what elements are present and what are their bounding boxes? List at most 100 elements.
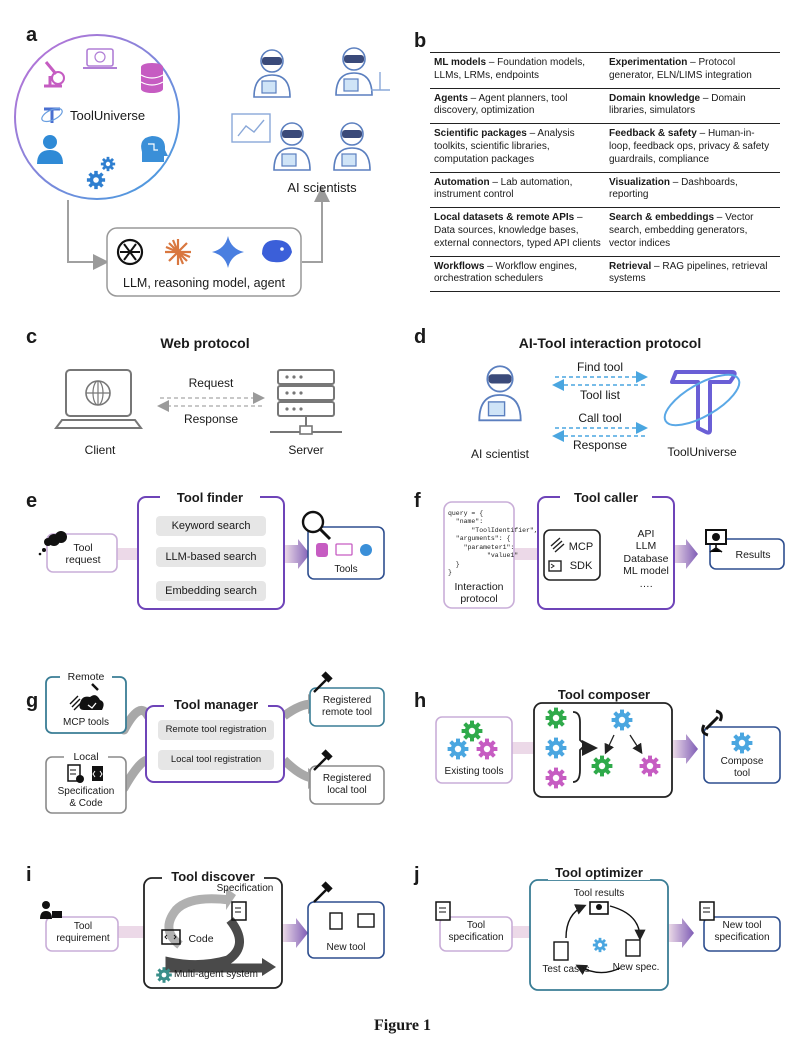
remote-label: Remote [60, 671, 112, 684]
query-code: query = { "name": "ToolIdentifier", "arg… [448, 510, 538, 577]
local-registration-pill: Local tool registration [158, 750, 274, 770]
search-method-pill: LLM-based search [156, 547, 266, 567]
new-spec-label: New spec. [612, 962, 660, 973]
category-head: Feedback & safety [609, 128, 697, 140]
panel-label-f: f [414, 490, 421, 512]
caller-target: ML model [623, 565, 669, 578]
deepseek-logo-icon [262, 240, 292, 263]
tool-optimizer-title: Tool optimizer [548, 865, 650, 880]
category-desc: – Analysis toolkits, scientific librarie… [434, 128, 575, 165]
interaction-protocol-box [443, 501, 515, 609]
local-label: Local [64, 751, 108, 764]
category-desc: – Dashboards, reporting [609, 176, 738, 201]
mcp-sdk-box [543, 529, 601, 581]
table-cell: Workflows – Workflow engines, orchestrat… [430, 255, 605, 293]
tool-requirement-box [45, 916, 119, 952]
panel-label-b: b [414, 30, 427, 52]
tools-mini-icons [316, 543, 372, 557]
client-label: Client [84, 443, 116, 457]
existing-tools-label: Existing tools [444, 766, 504, 777]
new-tool-box [307, 901, 385, 959]
gears-icon [86, 156, 116, 190]
tools-box [307, 526, 385, 580]
server-icon [270, 369, 342, 435]
panel-label-g: g [26, 690, 39, 712]
spec-code-label: Specification & Code [57, 786, 115, 809]
interaction-protocol-label: Interaction protocol [454, 581, 504, 606]
spec-code-icons [67, 764, 103, 783]
specification-label: Specification [216, 883, 274, 894]
person-laptop-icon [40, 901, 62, 919]
presentation-chart-icon [705, 529, 727, 553]
compose-gear-icon [731, 732, 753, 754]
category-head: Search & embeddings [609, 212, 715, 224]
request-label: Request [188, 376, 234, 390]
category-head: ML models [434, 57, 487, 68]
ai-scientists-icon [231, 47, 390, 171]
magnifier-icon [301, 510, 332, 541]
category-desc: – Agent planners, tool discovery, optimi… [434, 92, 568, 117]
tool-optimizer-box [529, 879, 669, 991]
table-row: Workflows – Workflow engines, orchestrat… [430, 255, 780, 293]
thought-cloud-icon [38, 531, 67, 556]
gemini-logo-icon [212, 236, 244, 268]
existing-tools-box [435, 716, 513, 784]
tool-manager-box [145, 705, 285, 783]
hammer-icon-remote [91, 683, 99, 691]
hammer-icon-registered-local [313, 749, 333, 771]
category-desc: – RAG pipelines, retrieval systems [609, 260, 768, 285]
server-label: Server [288, 443, 324, 457]
caller-target: API [637, 528, 655, 540]
tooluniverse-ring [14, 34, 180, 200]
database-icon [140, 63, 164, 93]
llm-box [106, 227, 302, 297]
category-desc: – Vector search, embedding generators, v… [609, 212, 754, 249]
terminal-icon [548, 560, 562, 572]
tooluniverse-label: ToolUniverse [70, 108, 146, 123]
openai-logo-icon [116, 238, 144, 266]
panel-label-h: h [414, 690, 427, 712]
compose-tool-label: Compose tool [720, 756, 764, 779]
table-row: Scientific packages – Analysis toolkits,… [430, 123, 780, 173]
category-desc: – Foundation models, LLMs, LRMs, endpoin… [434, 57, 585, 81]
panel-label-e: e [26, 490, 38, 512]
registered-local-label: Registered local tool [322, 773, 372, 796]
find-tool-label: Find tool [576, 360, 624, 374]
table-cell: Experimentation – Protocol generator, EL… [605, 52, 780, 89]
category-desc: – Data sources, knowledge bases, externa… [434, 212, 601, 249]
multi-agent-gear-icon [156, 967, 172, 983]
link-icon [701, 709, 723, 737]
new-tool-icons [313, 881, 375, 930]
microscope-icon [44, 61, 65, 88]
tool-request-box [46, 533, 118, 573]
new-tool-spec-label: New tool specification [714, 920, 770, 943]
registered-local-box [309, 765, 385, 805]
tooluniverse-logo-icon [41, 107, 63, 123]
mcp-logo-icon [550, 537, 565, 553]
panel-label-i: i [26, 864, 32, 886]
tool-request-label: Tool request [65, 542, 101, 567]
optimizer-cycle-icon [553, 901, 646, 975]
category-head: Visualization [609, 176, 670, 188]
tool-results-label: Tool results [573, 888, 625, 899]
search-method-pill: Embedding search [156, 581, 266, 601]
ai-scientist-label: AI scientist [470, 447, 530, 461]
tool-caller-title: Tool caller [560, 490, 652, 505]
llm-caption: LLM, reasoning model, agent [123, 276, 285, 290]
search-method-pill: Keyword search [156, 516, 266, 536]
figure-caption: Figure 1 [373, 1017, 432, 1034]
ai-scientist-icon [478, 365, 522, 422]
category-desc: – Human-in-loop, feedback ops, privacy &… [609, 128, 770, 165]
category-desc: – Domain libraries, simulators [609, 92, 746, 117]
table-row: Local datasets & remote APIs – Data sour… [430, 207, 780, 257]
tool-requirement-label: Tool requirement [56, 921, 110, 944]
tool-composer-box [533, 702, 673, 798]
multi-agent-label: Multi-agent system [174, 969, 258, 980]
sdk-label: SDK [569, 560, 593, 572]
tool-list-label: Tool list [579, 388, 620, 402]
spec-icon-j [435, 901, 451, 921]
registered-remote-label: Registered remote tool [321, 695, 373, 718]
table-row: ML models – Foundation models, LLMs, LRM… [430, 52, 780, 89]
table-cell: Agents – Agent planners, tool discovery,… [430, 87, 605, 124]
